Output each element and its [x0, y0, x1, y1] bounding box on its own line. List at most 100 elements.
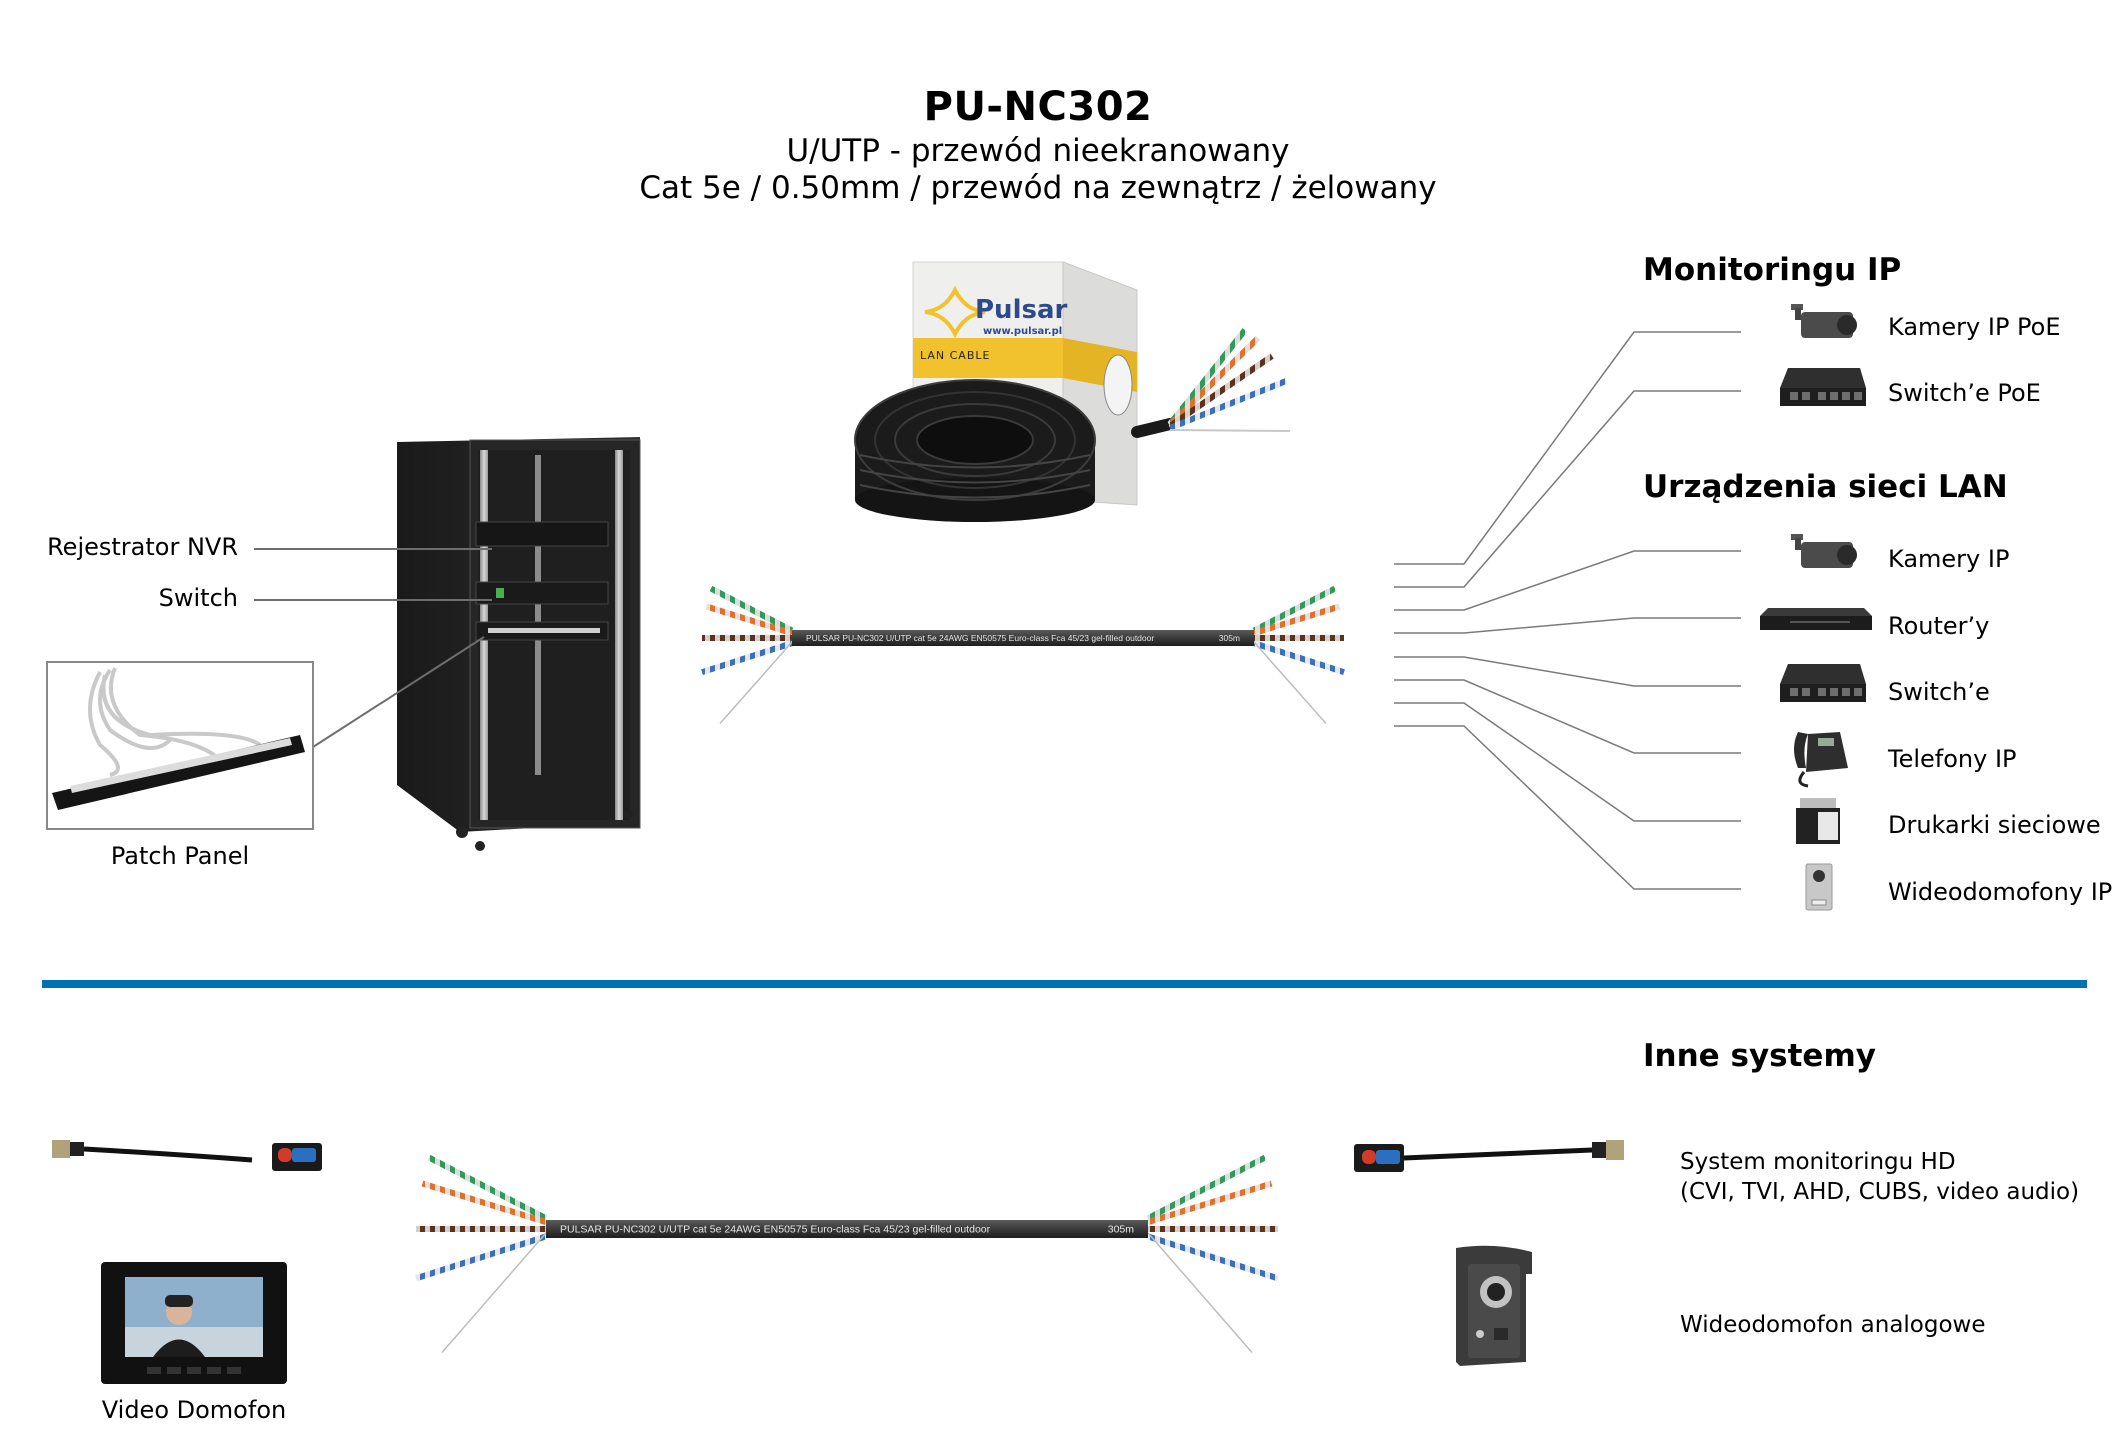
patch-panel-labels: [70, 738, 292, 793]
cable-jacket: [792, 630, 1254, 646]
wire-pair-green: [1252, 585, 1337, 634]
rip-cord: [1169, 429, 1291, 432]
video-balun-right: [1354, 1140, 1624, 1172]
router-leds: [1790, 621, 1850, 623]
wire-pair-orange: [1253, 603, 1341, 637]
fan-out-line: [1394, 617, 1741, 634]
wire-pair-green: [1167, 328, 1248, 426]
printer-panel: [1818, 812, 1838, 840]
fan-out-line: [1394, 725, 1741, 890]
fan-out-line: [1394, 550, 1741, 611]
wire-pair-blue: [1147, 1233, 1279, 1282]
box-spool-hole: [1103, 354, 1133, 416]
analog-door-station: [1456, 1245, 1532, 1366]
cable-bottom: PULSAR PU-NC302 U/UTP cat 5e 24AWG EN505…: [415, 1154, 1279, 1353]
section-divider: [42, 980, 2087, 988]
camera-mount: [1791, 534, 1803, 540]
monitor-buttons: [147, 1367, 241, 1374]
rip-cord: [1253, 641, 1327, 724]
label-ip-phones: Telefony IP: [1888, 745, 2017, 773]
video-intercom-monitor: [101, 1262, 287, 1384]
product-spec-line: Cat 5e / 0.50mm / przewód na zewnątrz / …: [639, 170, 1437, 206]
cable-coil: [854, 379, 1096, 522]
rack-caster: [456, 826, 468, 838]
camera-lens: [1837, 545, 1857, 565]
box-label: LAN CABLE: [920, 349, 990, 362]
rip-cord: [1147, 1232, 1253, 1353]
device-icon-printer: [1796, 798, 1840, 844]
balun-red-label: [278, 1148, 292, 1162]
door-station-call-button: [1476, 1330, 1484, 1338]
rack-nvr-unit: [475, 521, 609, 547]
product-subtitle: U/UTP - przewód nieekranowany: [786, 133, 1290, 169]
cable-jacket-print: PULSAR PU-NC302 U/UTP cat 5e 24AWG EN505…: [806, 633, 1154, 643]
fan-out-line: [1394, 679, 1741, 754]
rack-caster: [475, 841, 485, 851]
switch-ports: [1790, 688, 1862, 696]
box-cable-end: [1131, 418, 1176, 438]
fan-out-leader-lines: [1394, 331, 1741, 890]
wire-pair-orange: [1167, 335, 1261, 428]
cable-jacket-print: PULSAR PU-NC302 U/UTP cat 5e 24AWG EN505…: [560, 1224, 991, 1236]
door-station-camera: [1813, 870, 1825, 882]
cable-length-print: 305m: [1108, 1224, 1135, 1236]
label-hd-monitoring-line1: System monitoringu HD: [1680, 1149, 1956, 1175]
label-network-printers: Drukarki sieciowe: [1888, 811, 2101, 839]
bnc-boot: [70, 1142, 84, 1156]
box-yellow-band: [913, 338, 1063, 378]
device-icon-poe-switch: [1780, 368, 1866, 406]
pulsar-star-logo-icon: [924, 285, 986, 339]
balun-blue-label: [292, 1148, 316, 1162]
label-hd-monitoring: System monitoringu HD (CVI, TVI, AHD, CU…: [1680, 1147, 2079, 1207]
switch-top: [1780, 664, 1866, 684]
device-icon-switch: [1780, 664, 1866, 702]
phone-base: [1806, 732, 1848, 772]
fan-out-line: [1394, 331, 1741, 565]
camera-lens: [1837, 315, 1857, 335]
cable-length-print: 305m: [1219, 633, 1240, 643]
rip-cord: [719, 641, 793, 724]
router-top: [1760, 608, 1872, 616]
rack-cabinet-image: [397, 437, 641, 851]
door-station-body: [1805, 863, 1833, 911]
box-website: www.pulsar.pl: [983, 326, 1062, 337]
label-ip-door-stations: Wideodomofony IP: [1888, 878, 2113, 906]
label-ip-poe-cameras: Kamery IP PoE: [1888, 313, 2061, 341]
phone-handset: [1794, 732, 1808, 768]
label-rack-switch: Switch: [158, 584, 238, 612]
bnc-connector: [1606, 1140, 1624, 1160]
fan-out-line: [1394, 702, 1741, 822]
wire-pair-orange: [1147, 1180, 1273, 1226]
leader-line-patch-panel: [312, 636, 485, 748]
heading-lan-devices: Urządzenia sieci LAN: [1643, 469, 2008, 505]
cable-top: PULSAR PU-NC302 U/UTP cat 5e 24AWG EN505…: [701, 585, 1345, 724]
rack-rail-right: [615, 450, 623, 820]
label-poe-switches: Switch’e PoE: [1888, 379, 2041, 407]
device-icon-ip-door-station: [1805, 863, 1833, 911]
wire-pair-orange: [705, 603, 793, 637]
video-balun-left: [52, 1140, 322, 1171]
balun-cable: [83, 1146, 253, 1163]
phone-screen: [1818, 738, 1834, 746]
rip-cord: [441, 1232, 547, 1353]
bnc-connector: [52, 1140, 70, 1158]
rack-switch-unit: [475, 581, 609, 605]
heading-monitoring-ip: Monitoringu IP: [1643, 252, 1902, 288]
patch-panel-detail: [46, 661, 314, 830]
switch-top: [1780, 368, 1866, 388]
label-analog-door-station: Wideodomofon analogowe: [1680, 1312, 1986, 1338]
rack-rear-rail: [535, 455, 541, 775]
device-icon-camera: [1791, 534, 1857, 568]
switch-ports: [1790, 392, 1862, 400]
camera-arm: [1795, 308, 1801, 320]
rack-switch-led: [496, 588, 504, 598]
device-icon-router: [1760, 608, 1872, 630]
label-patch-panel: Patch Panel: [110, 842, 250, 870]
label-hd-monitoring-line2: (CVI, TVI, AHD, CUBS, video audio): [1680, 1179, 2080, 1205]
label-ip-cameras: Kamery IP: [1888, 545, 2010, 573]
label-nvr-recorder: Rejestrator NVR: [47, 533, 238, 561]
printer-scanner: [1800, 798, 1836, 808]
wire-pair-brown: [1168, 353, 1274, 429]
wire-pair-orange: [421, 1180, 547, 1226]
rack-patch-ports: [488, 628, 600, 633]
